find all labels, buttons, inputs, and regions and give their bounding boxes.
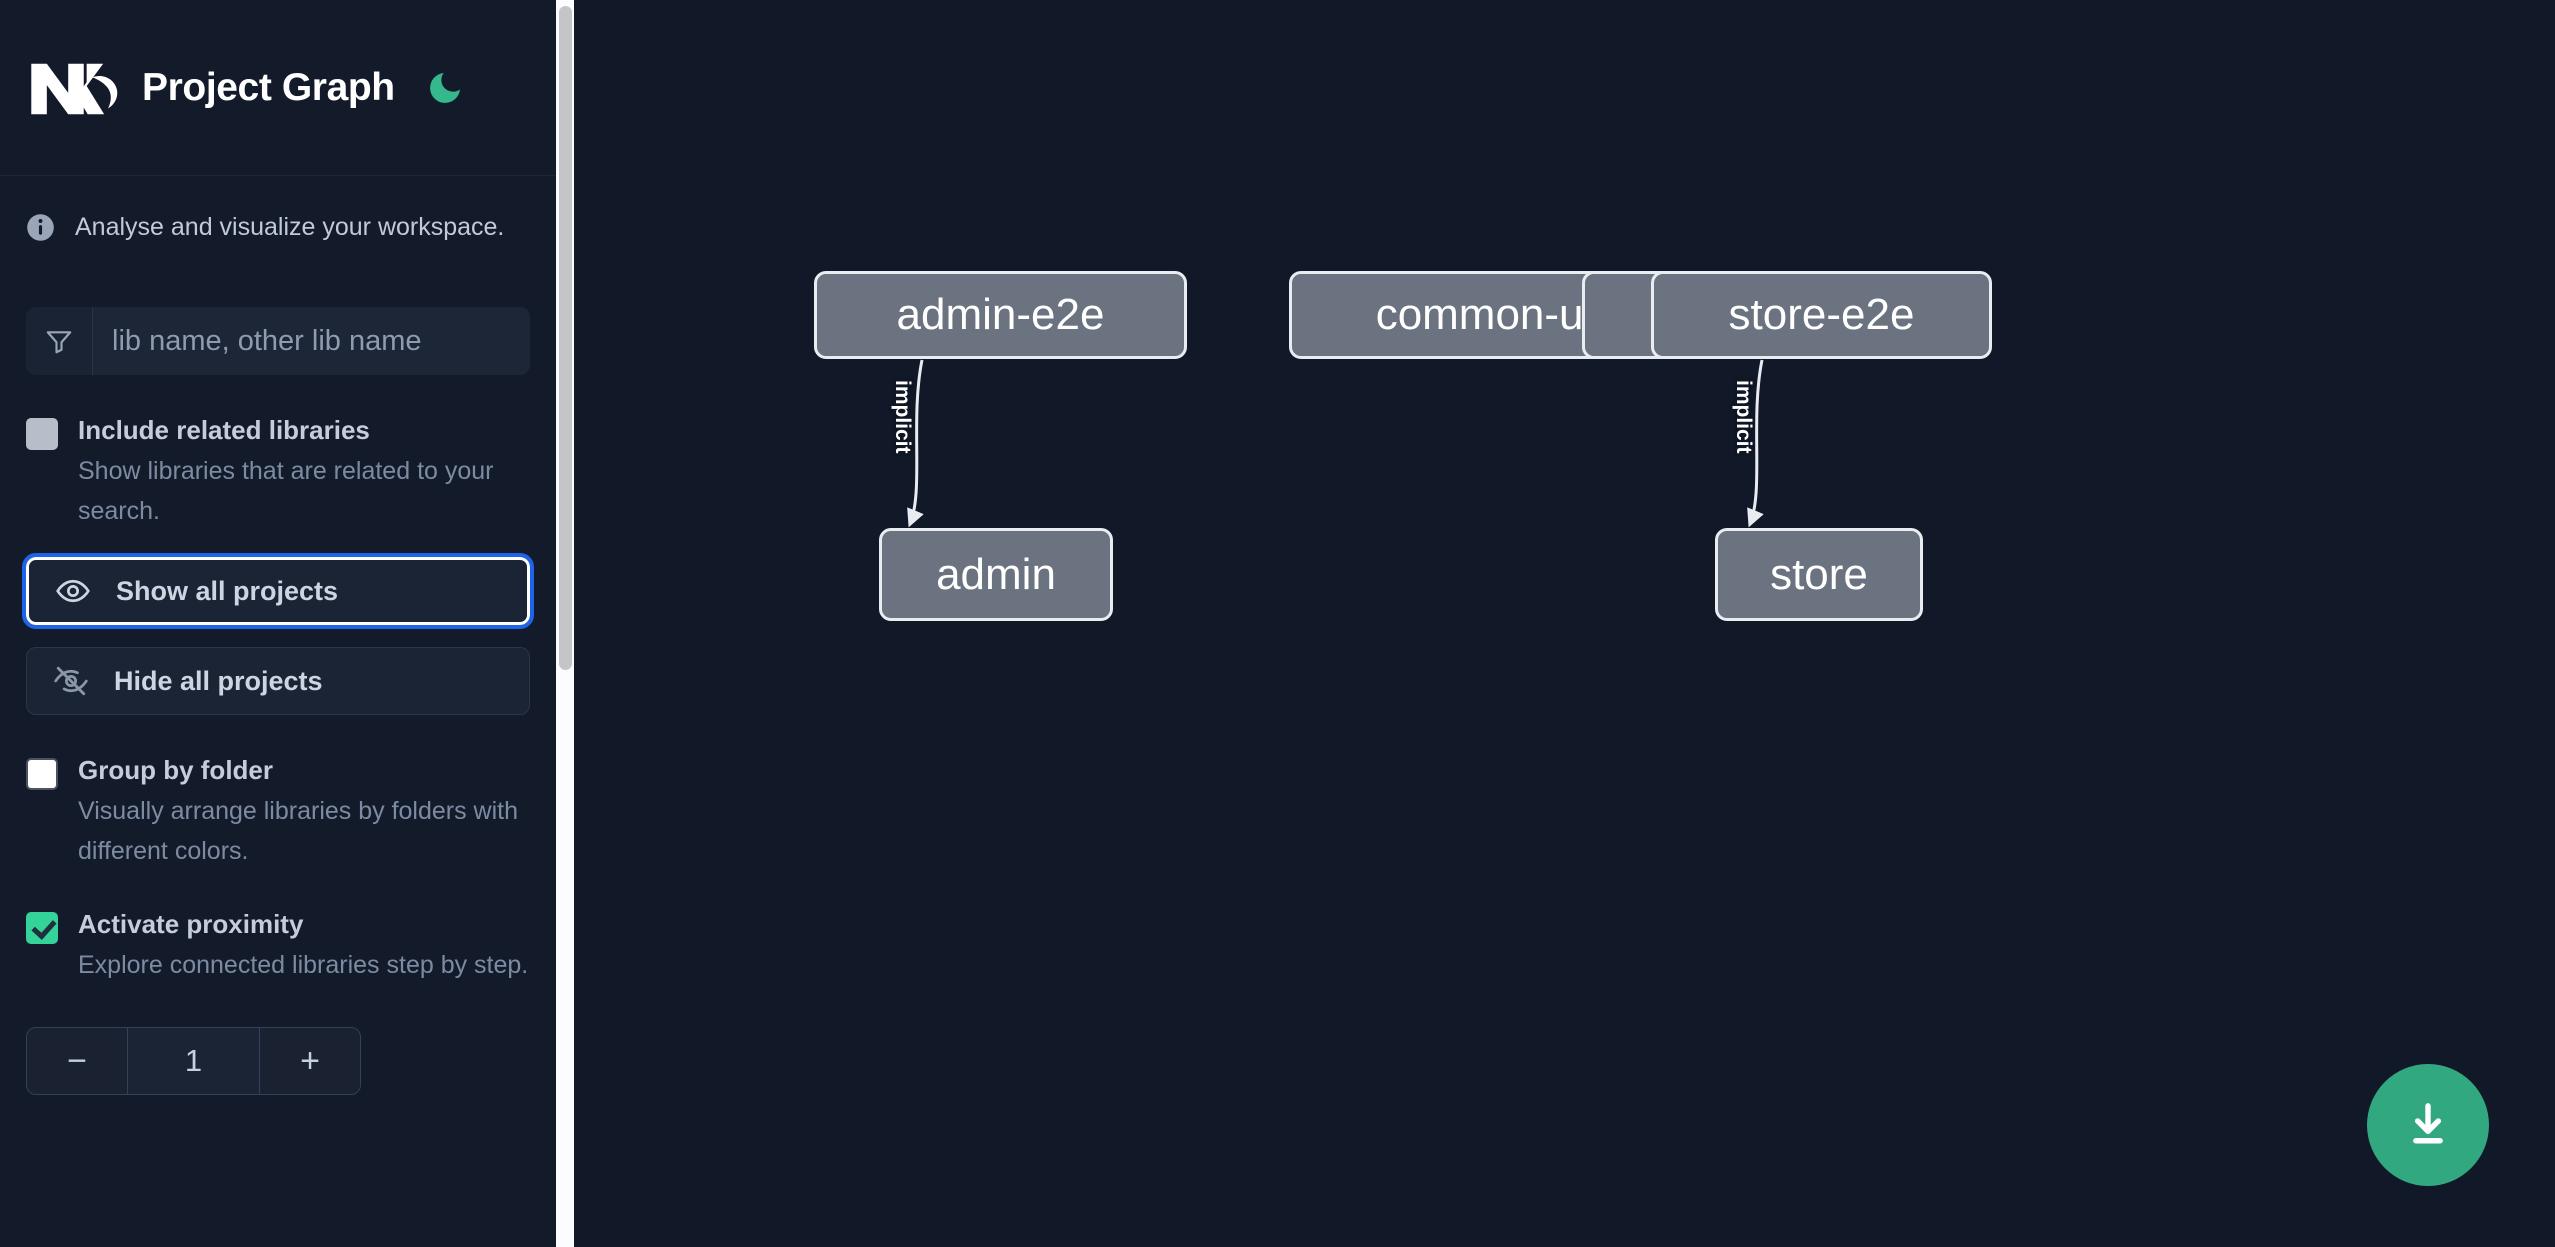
sidebar-subtitle: Analyse and visualize your workspace. bbox=[0, 176, 556, 241]
stepper-value: 1 bbox=[128, 1028, 259, 1094]
eye-icon bbox=[56, 579, 90, 603]
graph-canvas[interactable]: admin-e2e common-ui products store-e2e a… bbox=[574, 0, 2555, 1247]
download-icon bbox=[2413, 1103, 2443, 1144]
hide-all-projects-label: Hide all projects bbox=[114, 665, 323, 696]
node-label: common-ui bbox=[1375, 290, 1594, 339]
graph-node-admin-e2e[interactable]: admin-e2e bbox=[814, 271, 1187, 359]
option-label: Activate proximity bbox=[78, 909, 304, 939]
eye-off-icon bbox=[54, 666, 88, 696]
option-label: Include related libraries bbox=[78, 415, 370, 445]
page-title: Project Graph bbox=[142, 65, 395, 109]
info-icon bbox=[27, 213, 54, 241]
edge-label-store-implicit: implicit bbox=[1732, 380, 1755, 454]
filter-row bbox=[26, 307, 530, 375]
sidebar-subtitle-text: Analyse and visualize your workspace. bbox=[75, 212, 505, 241]
node-label: admin-e2e bbox=[896, 290, 1105, 339]
moon-icon[interactable] bbox=[423, 66, 467, 110]
show-all-projects-button[interactable]: Show all projects bbox=[22, 553, 534, 629]
checkbox-group-by-folder[interactable] bbox=[26, 758, 58, 790]
sidebar-body: Include related libraries Show libraries… bbox=[0, 307, 556, 1095]
edge-store-e2e-store bbox=[1747, 359, 1764, 528]
graph-node-store[interactable]: store bbox=[1715, 528, 1923, 621]
option-include-related-libraries[interactable]: Include related libraries Show libraries… bbox=[26, 413, 530, 531]
search-input[interactable] bbox=[93, 307, 530, 375]
graph-node-store-e2e[interactable]: store-e2e bbox=[1651, 271, 1992, 359]
edge-label-admin-implicit: implicit bbox=[891, 380, 914, 454]
hide-all-projects-button[interactable]: Hide all projects bbox=[26, 647, 530, 715]
checkbox-activate-proximity[interactable] bbox=[26, 912, 58, 944]
option-group-by-folder[interactable]: Group by folder Visually arrange librari… bbox=[26, 753, 530, 871]
show-all-projects-label: Show all projects bbox=[116, 575, 339, 606]
funnel-filter-icon[interactable] bbox=[26, 307, 93, 375]
stepper-increment-button[interactable]: + bbox=[259, 1028, 360, 1094]
option-description: Visually arrange libraries by folders wi… bbox=[78, 797, 519, 865]
sidebar-scrollbar-thumb[interactable] bbox=[559, 6, 572, 670]
nx-logo-icon bbox=[31, 63, 118, 114]
edge-admin-e2e-admin bbox=[907, 359, 924, 528]
option-description: Show libraries that are related to your … bbox=[78, 457, 494, 525]
sidebar: Project Graph Analyse and visualize your… bbox=[0, 0, 556, 1247]
option-activate-proximity[interactable]: Activate proximity Explore connected lib… bbox=[26, 907, 530, 985]
graph-node-admin[interactable]: admin bbox=[879, 528, 1113, 621]
stepper-decrement-button[interactable]: − bbox=[27, 1028, 128, 1094]
option-label: Group by folder bbox=[78, 755, 273, 785]
node-label: store-e2e bbox=[1728, 290, 1915, 339]
checkbox-include-related-libraries[interactable] bbox=[26, 418, 58, 450]
node-label: admin bbox=[936, 549, 1056, 599]
graph-edges bbox=[907, 359, 1764, 528]
option-description: Explore connected libraries step by step… bbox=[78, 951, 529, 979]
download-button[interactable] bbox=[2367, 1064, 2489, 1186]
proximity-stepper: − 1 + bbox=[26, 1027, 361, 1095]
node-label: store bbox=[1770, 549, 1868, 599]
sidebar-header: Project Graph bbox=[0, 0, 556, 176]
